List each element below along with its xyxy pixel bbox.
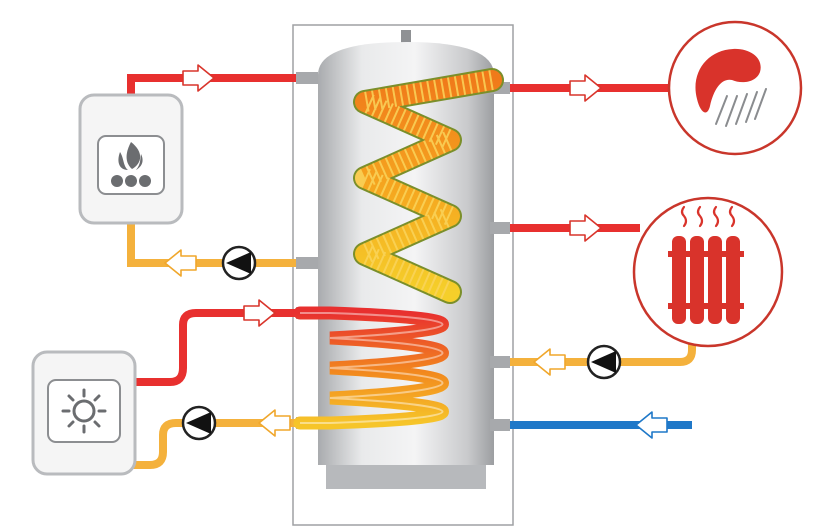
flow-arrow-boiler-return <box>164 249 197 277</box>
tank-top-nozzle <box>401 30 411 46</box>
solar-return-pipe <box>133 419 300 469</box>
boiler-flow-pipe <box>127 74 300 95</box>
sun-icon <box>61 388 107 434</box>
flow-arrow-boiler-out <box>182 64 215 92</box>
flow-arrow-solar-in <box>243 299 276 327</box>
boiler-return-pipe <box>127 222 300 267</box>
gas-boiler <box>78 93 184 225</box>
tank-base <box>326 465 486 489</box>
radiator-return-pipe <box>506 340 696 366</box>
radiator-unit <box>632 196 784 348</box>
flame-boiler-icon <box>111 142 151 187</box>
solar-flow-pipe <box>133 309 300 386</box>
shower-outlet <box>667 20 803 156</box>
pump-icon-radiator <box>586 344 622 380</box>
shower-icon <box>695 48 767 127</box>
upper-heat-exchanger-coil <box>353 68 504 304</box>
flow-arrow-radiator-flow <box>569 214 602 242</box>
pump-icon-boiler <box>221 245 257 281</box>
solar-heat-exchanger-coil <box>293 306 449 430</box>
radiator-icon <box>668 205 744 324</box>
flow-arrow-hot-water <box>569 74 602 102</box>
flow-arrow-cold-inlet <box>635 411 668 439</box>
solar-controller <box>31 350 137 476</box>
pump-icon-solar <box>181 405 217 441</box>
flow-arrow-solar-return <box>258 409 291 437</box>
flow-arrow-radiator-return <box>533 348 566 376</box>
